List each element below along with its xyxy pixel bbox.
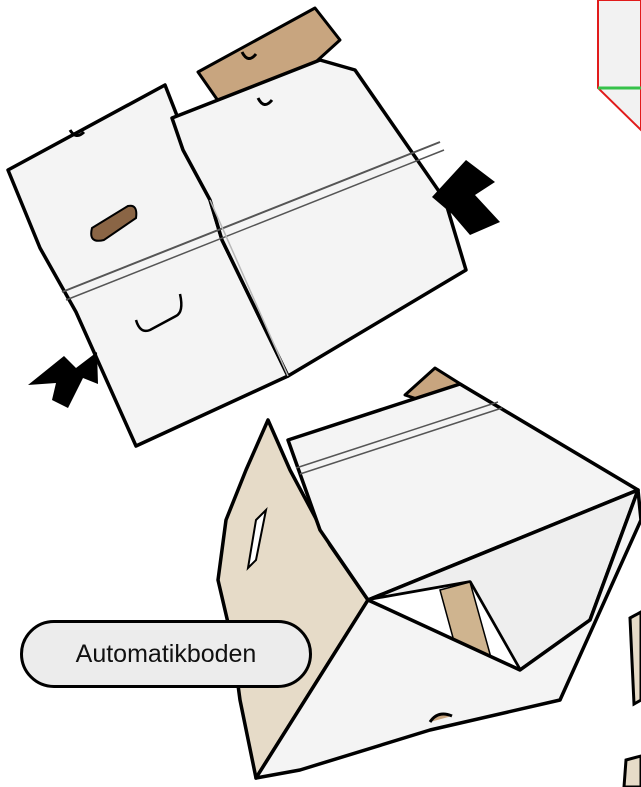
automatikboden-label: Automatikboden: [20, 620, 312, 688]
next-step-thumbnail-bottom: [624, 612, 641, 787]
callout-text: Automatikboden: [76, 640, 257, 669]
arrow-pointer-icon: [28, 352, 98, 408]
opened-box: [218, 368, 641, 778]
next-step-thumbnail-top: [598, 0, 641, 130]
